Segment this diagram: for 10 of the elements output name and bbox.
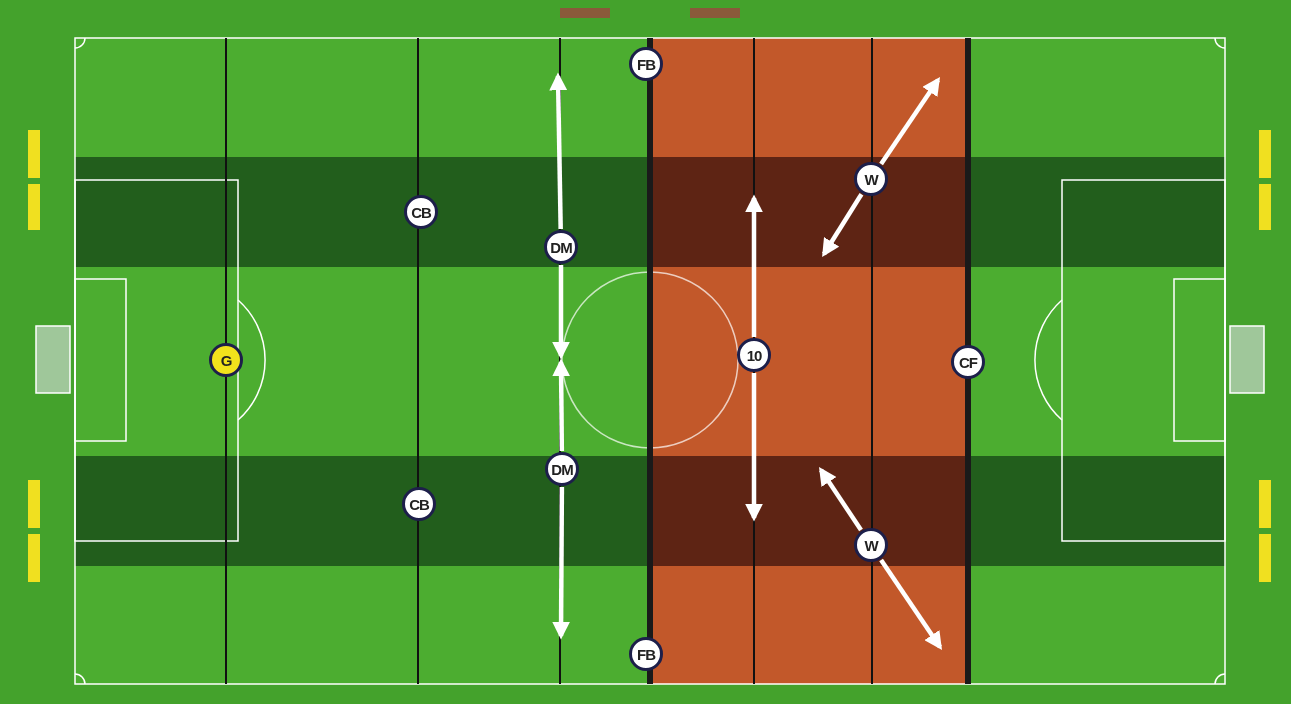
movement-arrow <box>745 373 763 522</box>
movement-arrow <box>552 358 571 452</box>
movement-arrow <box>745 194 763 337</box>
movement-arrow <box>879 77 940 166</box>
movement-arrow <box>552 487 571 640</box>
movement-arrow <box>822 193 864 258</box>
movement-arrow <box>879 558 942 650</box>
movement-arrow <box>819 467 863 532</box>
movement-arrow <box>549 72 568 230</box>
movement-arrow <box>552 265 570 360</box>
